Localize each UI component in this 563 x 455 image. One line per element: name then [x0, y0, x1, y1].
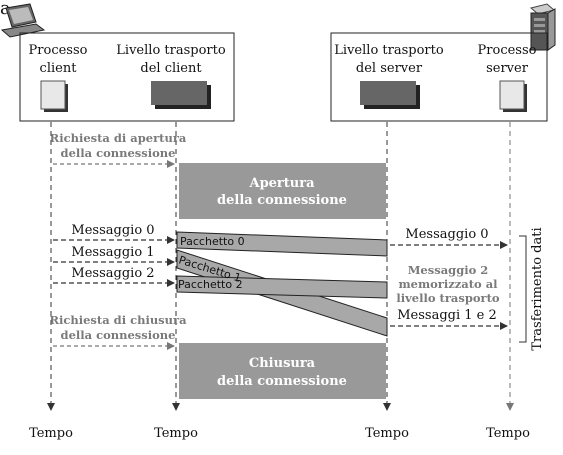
close-box-title-1: Chiusura [249, 356, 316, 371]
open-box-title-2: della connessione [217, 193, 347, 208]
buffered-label-3: livello trasporto [396, 291, 500, 305]
message-1-label: Messaggio 1 [71, 245, 154, 260]
buffered-label-2: memorizzato al [398, 277, 498, 291]
client-process-label-1: Processo [29, 43, 88, 58]
time-label-server-process: Tempo [486, 426, 530, 441]
transport-layer-icon [151, 81, 211, 109]
data-transfer-bracket [519, 235, 527, 343]
server-icon [529, 3, 556, 51]
top-left-char: a [0, 0, 11, 19]
time-label-client-process: Tempo [29, 426, 73, 441]
time-label-server-transport: Tempo [365, 426, 409, 441]
packet-0-band [176, 231, 388, 257]
document-icon [40, 80, 68, 112]
data-transfer-label: Trasferimento dati [530, 227, 545, 350]
client-process-label-2: client [40, 61, 78, 76]
server-transport-label-1: Livello trasporto [334, 43, 444, 58]
server-process-label-2: server [486, 61, 529, 76]
message-2-label: Messaggio 2 [71, 266, 154, 281]
time-label-client-transport: Tempo [154, 426, 198, 441]
server-message-0-label: Messaggio 0 [405, 227, 488, 242]
buffered-label-1: Messaggio 2 [408, 263, 489, 277]
open-box-title-1: Apertura [248, 176, 315, 191]
close-connection-box [179, 343, 386, 399]
open-connection-box [179, 163, 386, 219]
close-request-label-2: della connessione [61, 328, 176, 342]
client-host-box [19, 32, 235, 122]
packet-2-label: Pacchetto 2 [178, 278, 243, 291]
server-messages-12-label: Messaggi 1 e 2 [397, 308, 497, 323]
open-request-label-2: della connessione [61, 146, 176, 160]
message-0-label: Messaggio 0 [71, 223, 154, 238]
packet-2-band [176, 275, 388, 299]
client-transport-label-2: del client [140, 61, 202, 76]
close-box-title-2: della connessione [217, 374, 347, 389]
packet-0-label: Pacchetto 0 [180, 235, 245, 248]
server-process-label-1: Processo [478, 43, 537, 58]
server-host-box [330, 32, 548, 122]
document-icon [499, 80, 527, 112]
server-transport-label-2: del server [356, 61, 423, 76]
transport-layer-icon [360, 81, 420, 109]
open-request-label-1: Richiesta di apertura [50, 131, 187, 145]
client-transport-label-1: Livello trasporto [116, 43, 226, 58]
close-request-label-1: Richiesta di chiusura [49, 313, 187, 327]
laptop-icon [0, 3, 46, 38]
